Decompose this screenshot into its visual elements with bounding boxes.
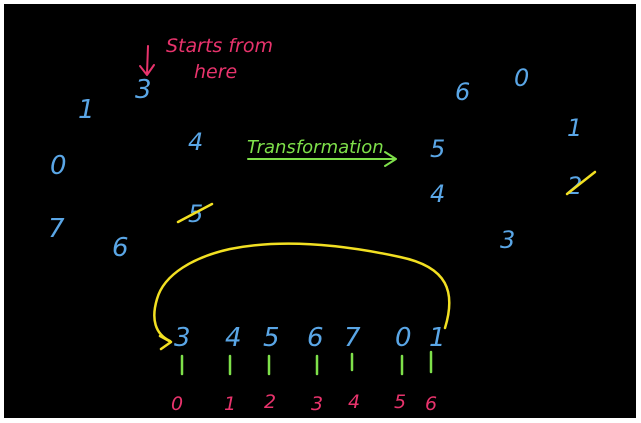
left-circle: 3 4 5 6 7 0 1 xyxy=(48,75,214,263)
transformation-arrow: Transformation xyxy=(247,137,397,167)
array-value: 6 xyxy=(307,323,324,353)
array-value: 0 xyxy=(395,323,412,353)
annotation-line-2: here xyxy=(194,61,237,83)
array-values: 3 4 5 6 7 0 1 xyxy=(174,323,446,353)
wraparound-curve xyxy=(153,242,451,343)
curve-arrowhead-icon xyxy=(158,334,173,351)
down-arrow-icon xyxy=(139,45,155,76)
array-index: 6 xyxy=(425,393,437,415)
array-indices: 0 1 2 3 4 5 6 xyxy=(171,391,437,415)
array-index: 1 xyxy=(224,393,236,415)
array-index: 2 xyxy=(264,391,276,413)
array-index: 5 xyxy=(394,391,406,413)
right-digit-3: 3 xyxy=(500,226,515,254)
left-digit-6: 6 xyxy=(112,233,129,263)
left-digit-0: 0 xyxy=(50,151,67,181)
right-digit-0: 0 xyxy=(514,64,529,92)
right-digit-5: 5 xyxy=(430,135,445,163)
annotation-line-1: Starts from xyxy=(166,35,273,57)
array-value: 4 xyxy=(225,323,242,353)
array-value: 1 xyxy=(429,323,446,353)
right-digit-2: 2 xyxy=(567,172,582,200)
blackboard-canvas: 3 4 5 6 7 0 1 Starts from here Transform… xyxy=(4,4,636,418)
left-digit-1: 1 xyxy=(78,95,95,125)
start-annotation: Starts from here xyxy=(139,35,273,83)
right-digit-4: 4 xyxy=(430,180,445,208)
transformation-label: Transformation xyxy=(247,137,384,158)
array-value: 5 xyxy=(263,323,280,353)
array-index: 0 xyxy=(171,393,183,415)
array-value: 7 xyxy=(344,323,361,353)
arrow-line xyxy=(247,151,397,167)
index-ticks xyxy=(180,350,433,376)
array-value: 3 xyxy=(174,323,191,353)
right-digit-1: 1 xyxy=(567,114,582,142)
left-digit-4: 4 xyxy=(188,128,203,156)
right-digit-6: 6 xyxy=(455,78,470,106)
array-index: 3 xyxy=(311,393,323,415)
right-circle: 0 1 2 3 4 5 6 xyxy=(430,64,597,254)
left-digit-3: 3 xyxy=(135,75,152,105)
diagram-svg: 3 4 5 6 7 0 1 Starts from here Transform… xyxy=(48,35,597,415)
array-index: 4 xyxy=(348,391,360,413)
left-digit-7: 7 xyxy=(48,214,65,244)
strike-mark-left xyxy=(176,202,214,224)
strike-mark-right xyxy=(565,170,597,196)
